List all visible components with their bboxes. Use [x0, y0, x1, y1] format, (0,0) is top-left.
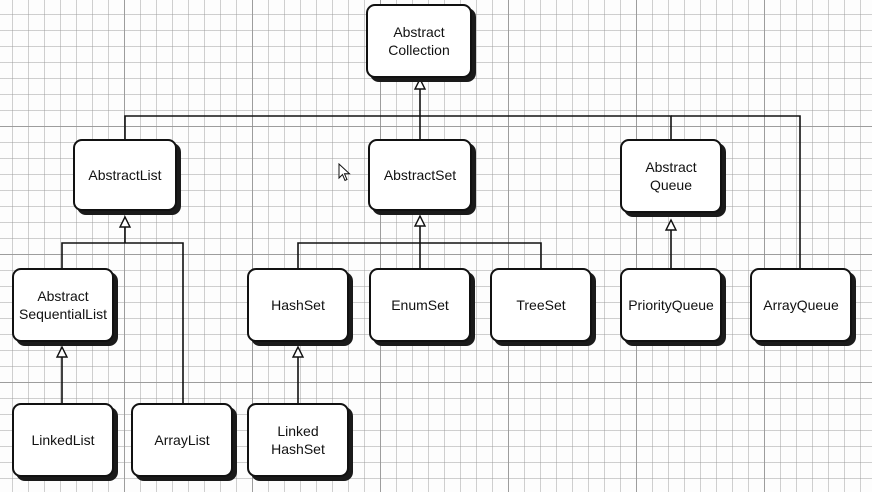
- edge-abstract-queue-to-abstract-collection: [420, 115, 672, 139]
- edge-hash-set-to-abstract-set: [297, 242, 420, 268]
- node-abstract-set: AbstractSet: [368, 139, 472, 211]
- node-abstract-list: AbstractList: [73, 139, 177, 211]
- arrowhead-abstract-list: [118, 215, 132, 228]
- node-array-queue: ArrayQueue: [750, 268, 852, 342]
- node-enum-set: EnumSet: [369, 268, 471, 342]
- arrowhead-hash-set: [291, 345, 305, 358]
- node-array-list: ArrayList: [131, 403, 233, 477]
- arrowhead-abstract-sequential-list: [55, 345, 69, 358]
- node-priority-queue: PriorityQueue: [620, 268, 722, 342]
- edge-array-list-to-abstract-list: [125, 242, 184, 403]
- node-hash-set: HashSet: [247, 268, 349, 342]
- node-abstract-queue: Abstract Queue: [620, 139, 722, 213]
- arrowhead-abstract-collection: [413, 77, 427, 90]
- node-linked-list: LinkedList: [12, 403, 114, 477]
- mouse-pointer-icon: [338, 163, 351, 182]
- node-abstract-collection: Abstract Collection: [366, 4, 472, 78]
- node-abstract-sequential-list: Abstract SequentialList: [12, 268, 114, 342]
- edge-tree-set-to-abstract-set: [420, 242, 542, 268]
- edge-array-queue-to-abstract-collection: [671, 115, 801, 268]
- edge-abstract-sequential-list-to-abstract-list: [61, 242, 125, 268]
- node-linked-hash-set: Linked HashSet: [247, 403, 349, 477]
- arrowhead-abstract-set: [413, 214, 427, 227]
- edge-abstract-list-to-abstract-collection: [124, 115, 420, 139]
- arrowhead-abstract-queue: [664, 218, 678, 231]
- node-tree-set: TreeSet: [490, 268, 592, 342]
